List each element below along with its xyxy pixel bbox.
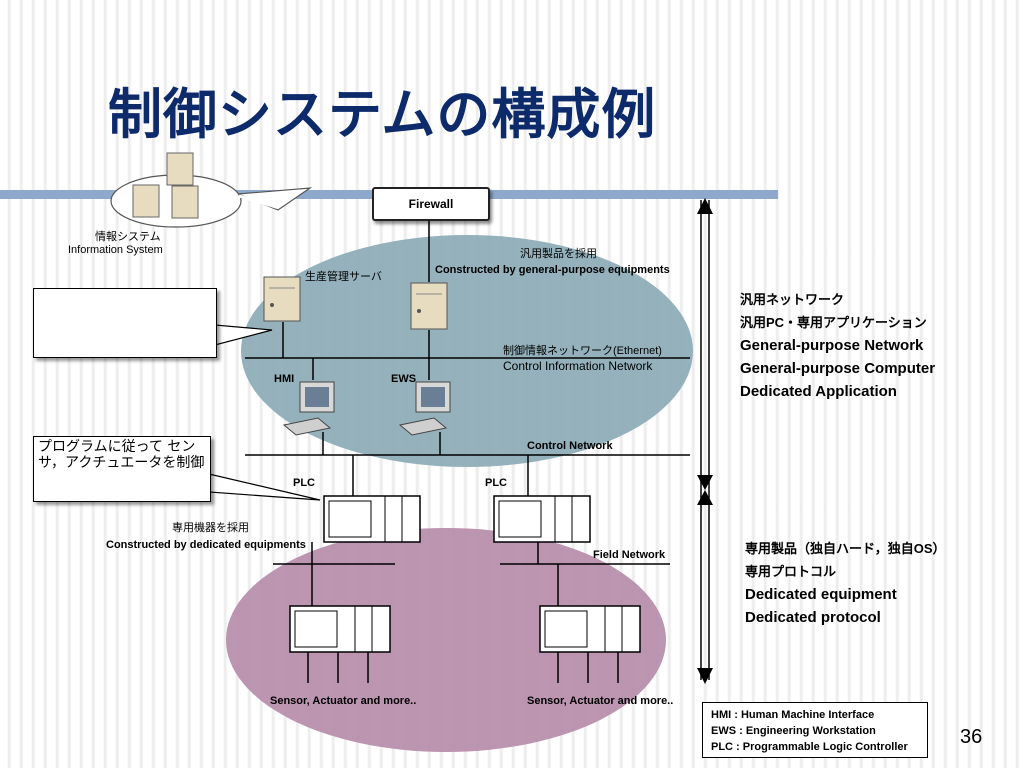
plc-callout: プログラムに従って センサ，アクチュエータを制御 [33, 436, 211, 502]
page-number: 36 [960, 726, 983, 748]
control-network-label: Control Network [527, 440, 613, 452]
dedicated-description: 専用製品（独自ハード，独自OS） 専用プロトコル Dedicated equip… [745, 537, 946, 629]
plc-left-label: PLC [293, 477, 315, 489]
info-server-icons [132, 152, 199, 219]
legend-line: PLC : Programmable Logic Controller [711, 741, 908, 753]
general-area-label-en: Constructed by general-purpose equipment… [435, 264, 670, 276]
dedicated-area-label-en: Constructed by dedicated equipments [106, 539, 306, 551]
server-callout [33, 288, 217, 358]
production-server-icon [263, 276, 301, 322]
control-info-network-label-en: Control Information Network [503, 359, 653, 373]
io-module-right-icon [539, 605, 641, 683]
io-module-left-icon [289, 605, 391, 683]
legend-line: HMI : Human Machine Interface [711, 709, 875, 721]
general-desc-line: 汎用ネットワーク [740, 292, 845, 307]
dedicated-desc-line: Dedicated equipment [745, 586, 897, 603]
general-area-label-ja: 汎用製品を採用 [520, 248, 597, 260]
page-title: 制御システムの構成例 [108, 83, 657, 146]
ews-label: EWS [391, 373, 417, 385]
general-desc-line: General-purpose Computer [740, 360, 936, 377]
hmi-pc-icon [282, 381, 335, 436]
info-system-label-ja: 情報システム [95, 231, 161, 243]
range-arrows [697, 198, 713, 684]
ews-server-icon [410, 282, 448, 330]
general-desc-line: General-purpose Network [740, 337, 924, 354]
general-desc-line: Dedicated Application [740, 383, 897, 400]
ews-pc-icon [398, 381, 451, 436]
firewall-box: Firewall [372, 187, 490, 221]
dedicated-zone [226, 528, 666, 752]
general-desc-line: 汎用PC・専用アプリケーション [740, 315, 927, 330]
info-system-label-en: Information System [68, 244, 163, 256]
production-server-label: 生産管理サーバ [305, 271, 382, 283]
plc-right-icon [493, 495, 591, 543]
dedicated-desc-line: 専用製品（独自ハード，独自OS） [745, 541, 946, 556]
hmi-label: HMI [274, 373, 295, 385]
general-description: 汎用ネットワーク 汎用PC・専用アプリケーション General-purpose… [740, 288, 935, 403]
control-info-network-label-ja: 制御情報ネットワーク(Ethernet) [503, 345, 662, 357]
field-network-label: Field Network [593, 549, 666, 561]
legend-line: EWS : Engineering Workstation [711, 725, 876, 737]
plc-left-icon [323, 495, 421, 543]
dedicated-desc-line: 専用プロトコル [745, 564, 837, 579]
abbreviation-legend: HMI : Human Machine Interface EWS : Engi… [702, 702, 928, 758]
general-purpose-zone [241, 235, 693, 467]
dedicated-area-label-ja: 専用機器を採用 [172, 522, 249, 534]
sensor-left-label: Sensor, Actuator and more.. [270, 695, 417, 707]
plc-right-label: PLC [485, 477, 507, 489]
dedicated-desc-line: Dedicated protocol [745, 609, 881, 626]
sensor-right-label: Sensor, Actuator and more.. [527, 695, 674, 707]
